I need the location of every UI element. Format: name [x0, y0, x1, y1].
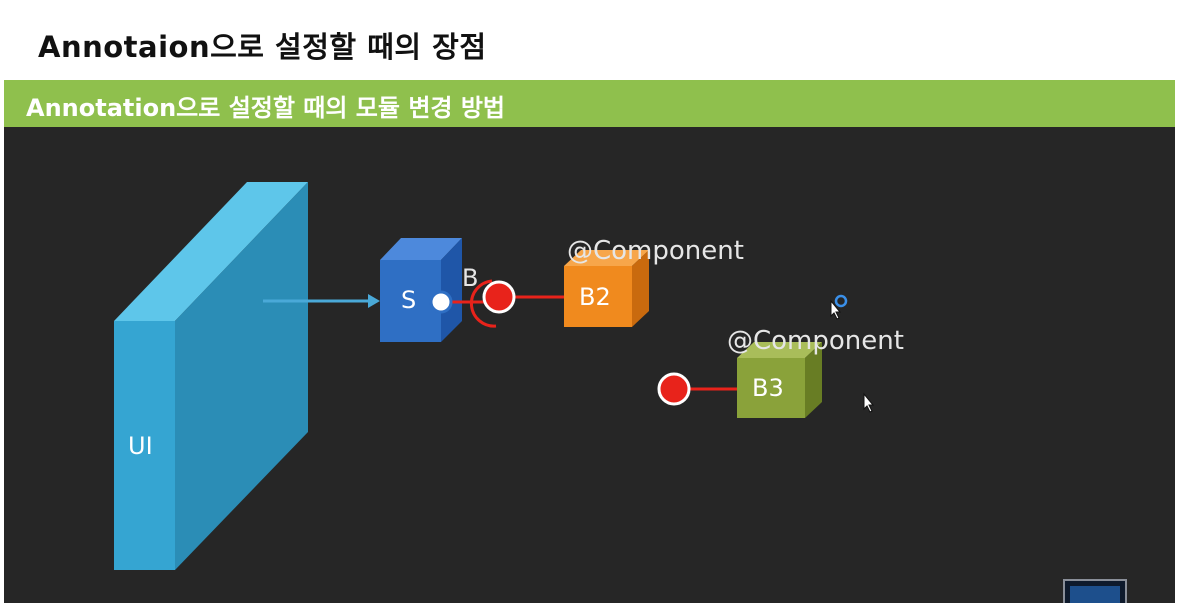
- page-title: Annotaion으로 설정할 때의 장점: [38, 30, 487, 64]
- module-b3-label: B3: [752, 374, 784, 402]
- b3-connector-ball: [657, 372, 691, 406]
- ui-panel-top: [114, 182, 308, 321]
- slide-title: Annotation으로 설정할 때의 모듈 변경 방법: [26, 94, 505, 122]
- module-b2-box: [564, 250, 649, 327]
- ui-panel: [114, 182, 308, 570]
- b2-connector-ball: [482, 280, 516, 314]
- window-thumbnail-icon: [1063, 579, 1127, 603]
- b3-annotation: @Component: [727, 326, 904, 356]
- ui-panel-label: UI: [128, 432, 153, 460]
- socket-arc: [469, 279, 497, 328]
- cursor-ring-icon: [834, 294, 848, 308]
- service-socket-circle: [429, 290, 453, 314]
- service-box: [380, 238, 462, 342]
- ui-panel-side: [175, 182, 308, 570]
- ui-panel-front: [114, 321, 175, 570]
- b2-annotation: @Component: [567, 236, 744, 266]
- module-b2-label: B2: [579, 283, 611, 311]
- module-b3-box: [737, 342, 822, 418]
- ui-to-service-arrow: [263, 294, 380, 308]
- architecture-diagram: [114, 182, 1127, 603]
- slide-header: Annotation으로 설정할 때의 모듈 변경 방법: [4, 80, 1175, 127]
- slide: Annotation으로 설정할 때의 모듈 변경 방법: [4, 80, 1175, 603]
- mouse-pointer-icon: [863, 392, 875, 413]
- interface-label: B: [462, 264, 479, 292]
- service-box-label: S: [401, 286, 417, 314]
- mouse-pointer-icon: [830, 299, 842, 320]
